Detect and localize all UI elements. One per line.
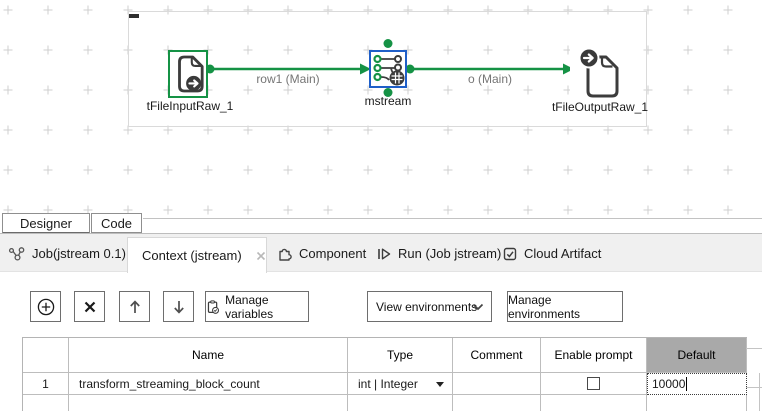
empty-cell[interactable] <box>69 395 348 411</box>
column-header-type[interactable]: Type <box>348 338 453 373</box>
tab-designer[interactable]: Designer <box>2 213 90 234</box>
run-play-icon <box>378 248 391 259</box>
cell-type[interactable]: int | Integer <box>348 373 453 395</box>
tab-code[interactable]: Code <box>91 213 142 233</box>
x-icon <box>84 301 95 312</box>
chevron-down-icon <box>472 303 484 311</box>
row-number: 1 <box>23 373 69 395</box>
tab-context[interactable]: Context (jstream) <box>127 237 267 273</box>
table-filler-line <box>746 387 762 388</box>
tab-job[interactable]: Job(jstream 0.1) <box>8 234 126 273</box>
table-filler-line <box>759 373 760 411</box>
enable-prompt-checkbox[interactable] <box>587 377 600 390</box>
connection-label-o[interactable]: o (Main) <box>467 72 512 86</box>
cell-enable-prompt[interactable] <box>541 373 647 395</box>
manage-environments-label: Manage environments <box>508 292 581 321</box>
text-caret <box>686 377 688 391</box>
cell-name[interactable]: transform_streaming_block_count <box>69 373 348 395</box>
tab-folder-edge <box>143 218 762 219</box>
node-mstream[interactable] <box>369 50 407 88</box>
remove-variable-button[interactable] <box>74 291 105 322</box>
column-header-comment[interactable]: Comment <box>453 338 541 373</box>
table-filler-line <box>746 348 762 349</box>
context-variables-table: Name Type Comment Enable prompt Default … <box>22 337 747 411</box>
manage-variables-button[interactable]: Manage variables <box>205 291 309 322</box>
view-environments-value: View environments <box>376 299 478 314</box>
column-header-enable-prompt[interactable]: Enable prompt <box>541 338 647 373</box>
mstream-icon <box>373 54 405 86</box>
manage-variables-label: Manage variables <box>225 292 274 321</box>
empty-cell[interactable] <box>348 395 453 411</box>
cell-comment[interactable] <box>453 373 541 395</box>
node-tfileoutputraw[interactable] <box>570 42 630 100</box>
empty-cell[interactable] <box>541 395 647 411</box>
note-anchor[interactable] <box>129 14 139 18</box>
empty-row-number <box>23 395 69 411</box>
arrow-down-icon <box>173 300 184 314</box>
circled-plus-icon <box>37 298 54 315</box>
cell-default-editing[interactable]: 10000 <box>647 373 747 395</box>
file-output-icon <box>578 47 619 98</box>
column-header-default[interactable]: Default <box>647 338 747 373</box>
move-down-button[interactable] <box>163 291 194 322</box>
column-header-name[interactable]: Name <box>69 338 348 373</box>
add-variable-button[interactable] <box>30 291 61 322</box>
node-label-mstream[interactable]: mstream <box>364 94 412 108</box>
tab-cloud-artifact[interactable]: Cloud Artifact <box>502 234 601 273</box>
job-graph-icon <box>8 246 25 261</box>
bottom-panel: Job(jstream 0.1) Context (jstream) <box>0 233 762 411</box>
empty-cell[interactable] <box>453 395 541 411</box>
clipboard-check-icon <box>207 299 220 314</box>
close-icon[interactable] <box>256 251 266 261</box>
manage-environments-button[interactable]: Manage environments <box>507 291 623 322</box>
panel-tab-bar: Job(jstream 0.1) Context (jstream) <box>0 233 762 273</box>
column-header-rownum[interactable] <box>23 338 69 373</box>
move-up-button[interactable] <box>119 291 150 322</box>
node-label-output[interactable]: tFileOutputRaw_1 <box>551 100 649 114</box>
cell-type-value: int | Integer <box>358 376 418 391</box>
empty-cell[interactable] <box>647 395 747 411</box>
arrow-up-icon <box>129 299 140 313</box>
file-input-icon <box>178 55 204 93</box>
design-canvas[interactable]: tFileInputRaw_1 mstream tFileOutputRaw_1… <box>0 0 762 234</box>
connection-label-row1[interactable]: row1 (Main) <box>256 72 320 86</box>
view-environments-dropdown[interactable]: View environments <box>367 291 492 322</box>
type-dropdown-icon[interactable] <box>436 382 444 387</box>
tab-component-label: Component <box>299 246 367 261</box>
tab-run-label: Run (Job jstream) <box>398 246 502 261</box>
tab-component[interactable]: Component <box>276 234 366 273</box>
cell-default-value: 10000 <box>652 377 686 391</box>
tab-run[interactable]: Run (Job jstream) <box>376 234 501 273</box>
job-bounds-outline <box>128 11 647 127</box>
node-tfileinputraw[interactable] <box>168 50 208 98</box>
tab-context-label: Context (jstream) <box>142 248 242 263</box>
component-puzzle-icon <box>279 248 292 261</box>
cloud-artifact-icon <box>503 247 517 260</box>
tab-job-label: Job(jstream 0.1) <box>32 246 126 261</box>
node-label-input[interactable]: tFileInputRaw_1 <box>146 99 234 113</box>
tab-cloud-artifact-label: Cloud Artifact <box>524 246 602 261</box>
